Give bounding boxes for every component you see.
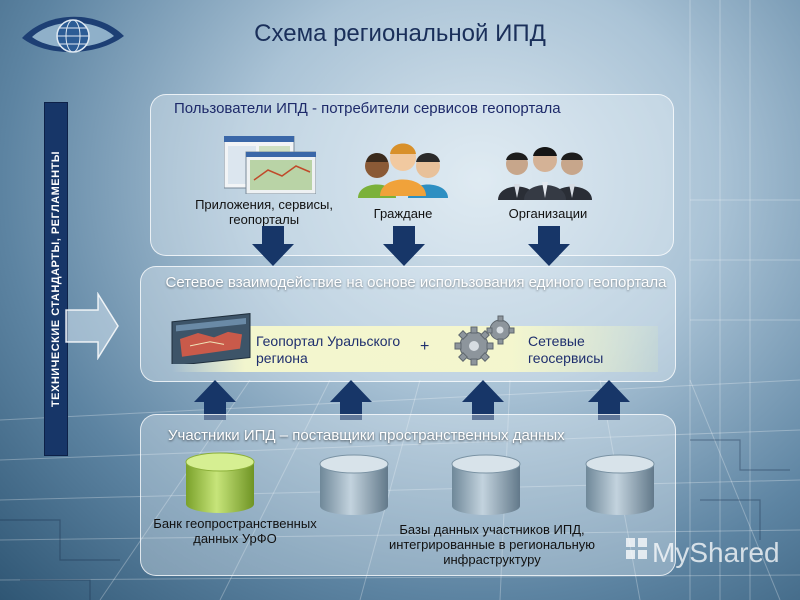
app-screens-icon xyxy=(224,136,316,194)
geoportal-screen-icon xyxy=(170,312,254,364)
down-arrow-1 xyxy=(252,226,294,266)
database-icon-1 xyxy=(318,454,390,516)
side-standards-label: ТЕХНИЧЕСКИЕ СТАНДАРТЫ, РЕГЛАМЕНТЫ xyxy=(44,102,68,456)
citizens-label: Граждане xyxy=(358,206,448,221)
side-right-arrow xyxy=(64,292,120,360)
plus-sign: + xyxy=(420,338,429,356)
people-icon xyxy=(356,136,450,198)
geoportal-label: Геопортал Уральского региона xyxy=(256,333,406,367)
organizations-label: Организации xyxy=(492,206,604,221)
databases-label: Базы данных участников ИПД, интегрирован… xyxy=(364,522,620,567)
network-panel-title: Сетевое взаимодействие на основе использ… xyxy=(152,272,680,294)
database-icon-3 xyxy=(584,454,656,516)
businessmen-icon xyxy=(496,138,594,200)
side-standards-text: ТЕХНИЧЕСКИЕ СТАНДАРТЫ, РЕГЛАМЕНТЫ xyxy=(50,151,62,407)
down-arrow-3 xyxy=(528,226,570,266)
bank-label: Банк геопространственных данных УрФО xyxy=(150,516,320,546)
providers-panel-title: Участники ИПД – поставщики пространствен… xyxy=(168,428,565,443)
page-title: Схема региональной ИПД xyxy=(0,20,800,48)
database-icon-2 xyxy=(450,454,522,516)
apps-label: Приложения, сервисы, геопорталы xyxy=(176,197,352,227)
gears-icon xyxy=(452,314,518,368)
users-panel-title: Пользователи ИПД - потребители сервисов … xyxy=(174,100,561,117)
geoservices-label: Сетевые геосервисы xyxy=(528,333,628,367)
watermark-text: MyShared xyxy=(652,537,780,569)
down-arrow-2 xyxy=(383,226,425,266)
bank-database-icon xyxy=(184,452,256,514)
watermark-logo-icon xyxy=(626,538,648,568)
